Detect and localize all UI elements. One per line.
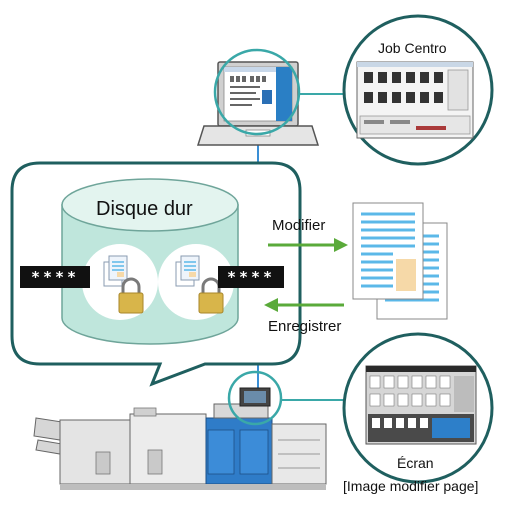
laptop-icon [196, 61, 320, 146]
password-mask-left: **** [20, 266, 90, 288]
job-centro-label: Job Centro [378, 40, 447, 56]
printer-icon [33, 387, 327, 490]
screen-label: Écran [397, 455, 434, 471]
password-mask-right: **** [218, 266, 284, 288]
document-icon [175, 255, 200, 287]
lock-icon [118, 277, 144, 314]
modify-label: Modifier [272, 217, 326, 234]
save-label: Enregistrer [268, 318, 342, 335]
job-centro-zoom-circle [342, 14, 494, 166]
printer-zoom-ring [227, 370, 283, 426]
screen-zoom-circle [342, 332, 494, 484]
document-stack-icon [352, 202, 448, 320]
save-arrow [264, 298, 344, 312]
protected-document-right [158, 244, 234, 320]
protected-document-left [82, 244, 158, 320]
disk-label: Disque dur [96, 198, 193, 220]
laptop-zoom-ring [213, 48, 301, 136]
modify-arrow [268, 238, 348, 252]
document-icon [103, 255, 128, 287]
screen-sublabel: [Image modifier page] [343, 478, 479, 494]
